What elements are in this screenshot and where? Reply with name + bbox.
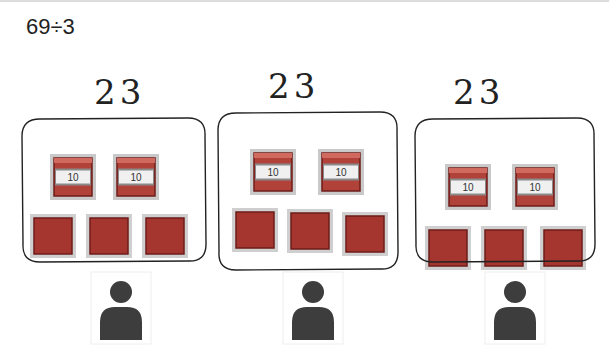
person-icon (91, 272, 151, 344)
ten-block: 10 (512, 164, 558, 210)
tile-frame (250, 149, 296, 195)
quotient-heading: 23 (453, 72, 504, 112)
person-icon (485, 272, 545, 344)
quotient-heading: 23 (268, 66, 319, 106)
unit-block (287, 209, 333, 253)
quotient-heading: 23 (94, 72, 145, 112)
tile-edge (516, 168, 554, 173)
unit-block (86, 214, 132, 258)
unit-block (232, 208, 278, 252)
tile-edge (449, 168, 487, 173)
unit-block (540, 226, 586, 270)
hand-drawn-outline (218, 112, 398, 270)
tile-frame (318, 149, 364, 195)
person-icons (91, 272, 545, 344)
tile-edge (117, 158, 155, 163)
ten-block: 10 (445, 164, 491, 210)
outline-path (22, 118, 206, 262)
title: 69÷3 (26, 14, 75, 40)
share-group-box: 231010 (22, 118, 206, 262)
tile-edge (322, 153, 360, 158)
ten-label: 10 (445, 181, 491, 194)
tile-frame (50, 154, 96, 200)
tile-edge (254, 153, 292, 158)
ten-block: 10 (113, 154, 159, 200)
ten-label: 10 (50, 171, 96, 184)
person-icon (283, 272, 343, 344)
hand-drawn-outline (415, 118, 595, 262)
unit-block (425, 226, 471, 270)
ten-label: 10 (250, 166, 296, 179)
ten-block: 10 (250, 149, 296, 195)
tile-frame (113, 154, 159, 200)
ten-label: 10 (113, 171, 159, 184)
unit-blocks (30, 208, 586, 270)
unit-block (342, 212, 388, 256)
ten-label: 10 (512, 181, 558, 194)
share-group-box: 231010 (415, 118, 595, 262)
share-group-box: 231010 (218, 112, 398, 270)
outline-path (218, 112, 398, 270)
unit-block (481, 226, 527, 270)
unit-block (142, 214, 188, 258)
tile-edge (54, 158, 92, 163)
ten-label: 10 (318, 166, 364, 179)
ten-block: 10 (50, 154, 96, 200)
tile-frame (512, 164, 558, 210)
outline-path (415, 118, 595, 262)
tile-frame (445, 164, 491, 210)
unit-block (30, 214, 76, 258)
ten-block: 10 (318, 149, 364, 195)
top-rule (0, 0, 609, 2)
